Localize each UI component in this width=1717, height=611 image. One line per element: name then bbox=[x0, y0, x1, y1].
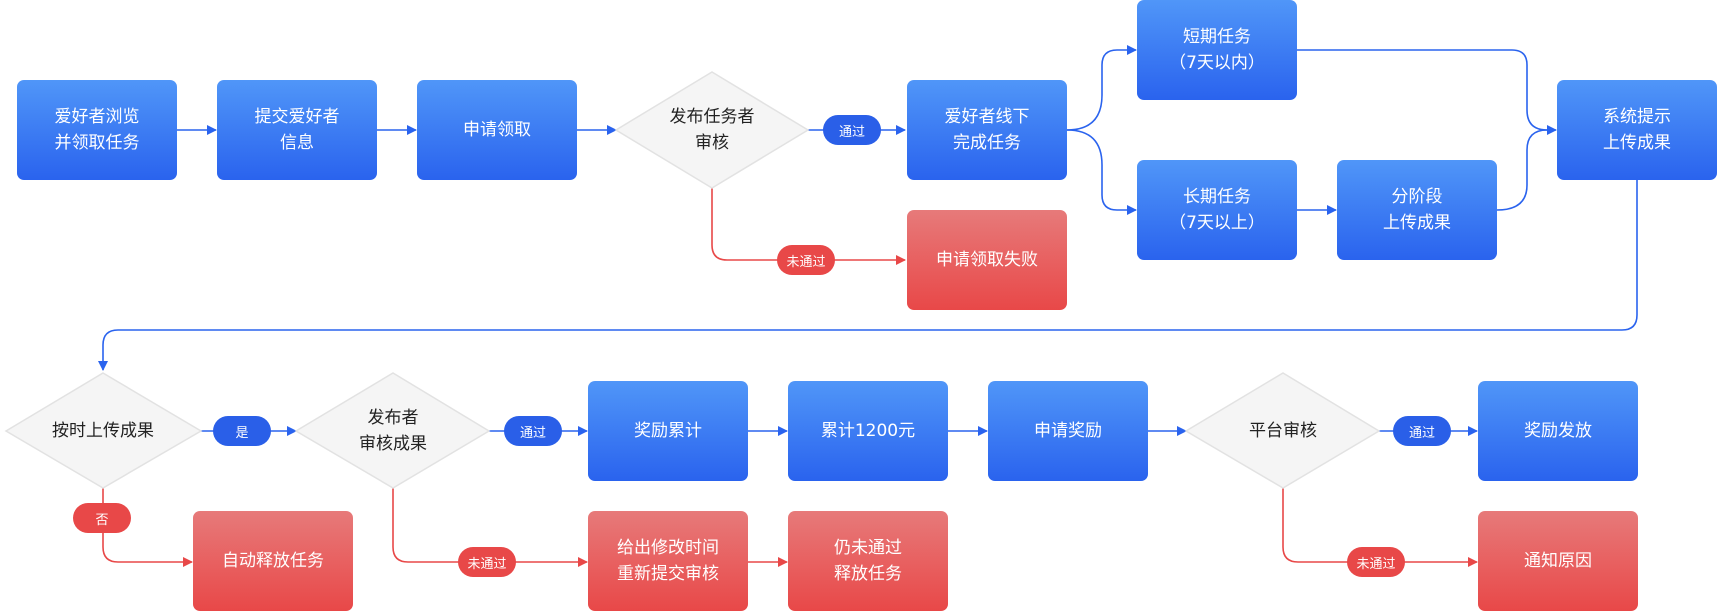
edge-review-fail bbox=[711, 188, 906, 265]
edge-label-fail-2: 未通过 bbox=[458, 547, 516, 577]
node-notify: 通知原因 bbox=[1478, 511, 1638, 611]
node-reward-issue: 奖励发放 bbox=[1478, 381, 1638, 481]
diamond-pub-review2 bbox=[294, 372, 491, 489]
node-long-task: 长期任务 （7天以上） bbox=[1137, 160, 1297, 260]
edge-label-pass-2: 通过 bbox=[504, 416, 562, 446]
diamond-ontime bbox=[4, 372, 203, 489]
diamond-platform bbox=[1184, 372, 1381, 489]
edge-review2-givetime bbox=[392, 488, 588, 567]
edge-label-pass-3: 通过 bbox=[1393, 416, 1451, 446]
edge-sysprompt-ontime bbox=[98, 180, 1638, 371]
node-auto-release: 自动释放任务 bbox=[193, 511, 353, 611]
node-short-task: 短期任务 （7天以内） bbox=[1137, 0, 1297, 100]
diamond-pub-review-label: 发布任务者 审核 bbox=[669, 107, 755, 153]
diamond-pub-review2-label: 发布者 审核成果 bbox=[359, 408, 427, 454]
node-submit-info: 提交爱好者 信息 bbox=[217, 80, 377, 180]
edge-label-no: 否 bbox=[73, 503, 131, 533]
node-sys-prompt: 系统提示 上传成果 bbox=[1557, 80, 1717, 180]
node-apply: 申请领取 bbox=[417, 80, 577, 180]
edge-ontime-release bbox=[102, 488, 193, 567]
node-acc-1200: 累计1200元 bbox=[788, 381, 948, 481]
diamond-ontime-label: 按时上传成果 bbox=[52, 421, 154, 441]
edge-short-sysprompt bbox=[1297, 49, 1557, 135]
edge-label-pass-1: 通过 bbox=[823, 115, 881, 145]
edge-offline-long bbox=[1066, 129, 1137, 215]
edge-label-yes: 是 bbox=[213, 416, 271, 446]
node-still-fail: 仍未通过 释放任务 bbox=[788, 511, 948, 611]
edge-staged-sysprompt bbox=[1496, 129, 1548, 211]
diamond-platform-label: 平台审核 bbox=[1249, 421, 1317, 441]
diamond-pub-review bbox=[614, 71, 810, 189]
node-apply-fail: 申请领取失败 bbox=[907, 210, 1067, 310]
edge-label-fail-3: 未通过 bbox=[1347, 547, 1405, 577]
edge-label-fail-1: 未通过 bbox=[777, 245, 835, 275]
node-staged-upload: 分阶段 上传成果 bbox=[1337, 160, 1497, 260]
edge-platform-notify bbox=[1282, 488, 1478, 567]
node-give-time: 给出修改时间 重新提交审核 bbox=[588, 511, 748, 611]
node-browse: 爱好者浏览 并领取任务 bbox=[17, 80, 177, 180]
node-apply-reward: 申请奖励 bbox=[988, 381, 1148, 481]
node-offline: 爱好者线下 完成任务 bbox=[907, 80, 1067, 180]
edge-offline-short bbox=[1066, 45, 1137, 131]
node-reward-acc: 奖励累计 bbox=[588, 381, 748, 481]
